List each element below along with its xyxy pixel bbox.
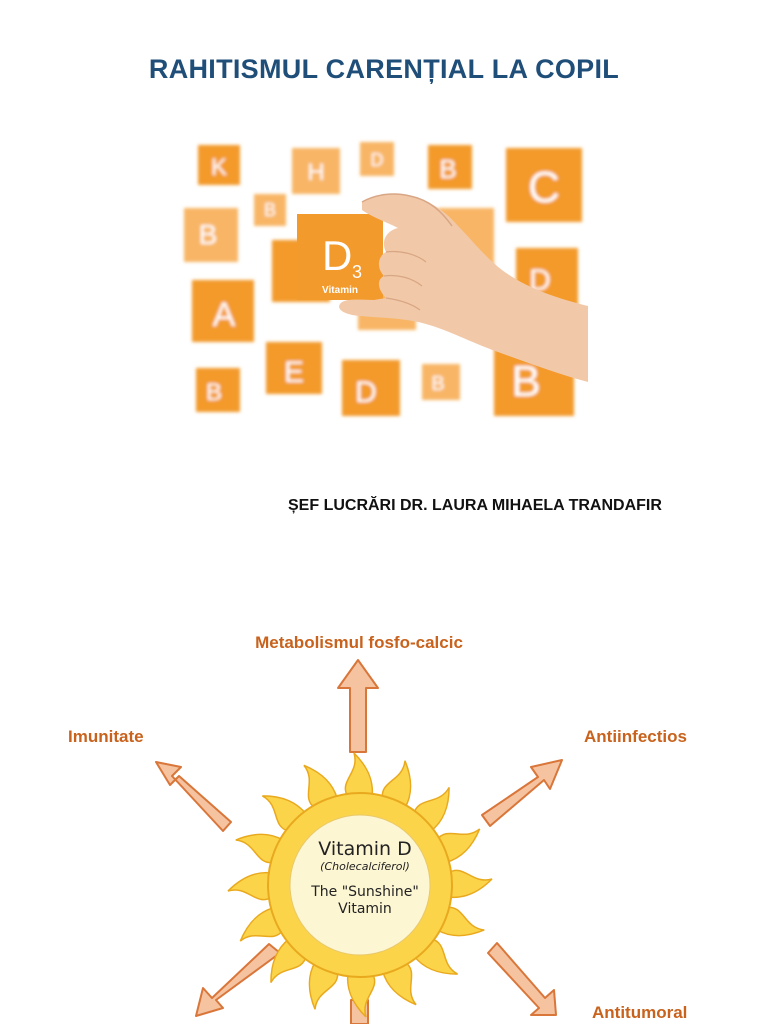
tile-k bbox=[198, 145, 240, 185]
held-d3-tile: D 3 Vitamin bbox=[297, 214, 383, 300]
slide-vitamin-d-roles: Metabolismul fosfo-calcic Imunitate Anti… bbox=[0, 560, 768, 1024]
sun-ray bbox=[227, 871, 273, 901]
vitamin-d-illustration: K H D B C B B D A E B D bbox=[184, 142, 588, 416]
tile-e bbox=[266, 342, 322, 394]
sun-caption: Vitamin D (Cholecalciferol) The "Sunshin… bbox=[290, 838, 440, 918]
sun-ray bbox=[344, 752, 374, 798]
label-metabolism: Metabolismul fosfo-calcic bbox=[255, 633, 463, 652]
tile-k-label: K bbox=[211, 154, 227, 181]
sun-subtitle: (Cholecalciferol) bbox=[320, 860, 410, 873]
tile-b12 bbox=[184, 208, 238, 262]
tile-d4-label: D bbox=[355, 376, 377, 409]
sun-tagline-1: The "Sunshine" bbox=[311, 884, 419, 900]
sun-ray bbox=[381, 760, 412, 810]
tile-b6-label: B bbox=[439, 154, 456, 184]
d3-caption: Vitamin bbox=[322, 285, 358, 296]
tile-b2 bbox=[254, 194, 286, 226]
tile-b1 bbox=[196, 368, 240, 412]
author-name: ȘEF LUCRĂRI DR. LAURA MIHAELA TRANDAFIR bbox=[288, 497, 662, 514]
sun-ray bbox=[308, 960, 339, 1010]
slide-title: RAHITISMUL CARENȚIAL LA COPIL K H D B C … bbox=[148, 54, 662, 514]
vitamin-d-diagram bbox=[155, 659, 563, 1024]
tile-c bbox=[506, 148, 582, 222]
tile-d2-label: D bbox=[371, 150, 384, 170]
tile-a bbox=[192, 280, 254, 342]
sun-ray bbox=[435, 906, 485, 937]
tile-h-label: H bbox=[307, 159, 324, 186]
d3-subscript: 3 bbox=[352, 262, 362, 282]
sun-tagline-2: Vitamin bbox=[338, 901, 392, 917]
arrow-down-left bbox=[195, 943, 281, 1017]
tile-d4 bbox=[342, 360, 400, 416]
sun-ray bbox=[346, 972, 376, 1018]
sun-ray bbox=[447, 869, 493, 899]
label-antitumoral: Antitumoral bbox=[592, 1003, 688, 1022]
arrow-up-left bbox=[155, 761, 232, 832]
tile-b6 bbox=[428, 145, 472, 189]
tile-b1-label: B bbox=[206, 379, 222, 406]
hand-icon bbox=[339, 193, 588, 382]
d3-letter: D bbox=[322, 232, 352, 279]
sun-icon bbox=[227, 752, 493, 1018]
label-antiinfective: Antiinfectios bbox=[584, 727, 687, 746]
tile-b12-label: B bbox=[199, 219, 218, 250]
sun-title: Vitamin D bbox=[318, 838, 412, 860]
arrow-down-right bbox=[487, 942, 557, 1016]
arrow-up-right bbox=[481, 759, 563, 827]
page-title: RAHITISMUL CARENȚIAL LA COPIL bbox=[148, 54, 620, 84]
tile-a-label: A bbox=[213, 296, 236, 334]
tile-b5-label: B bbox=[431, 373, 444, 395]
arrow-up bbox=[337, 659, 379, 753]
tile-e-label: E bbox=[284, 356, 304, 389]
tile-d2 bbox=[360, 142, 394, 176]
label-immunity: Imunitate bbox=[68, 727, 144, 746]
sun-ray bbox=[235, 833, 285, 864]
tile-c-label: C bbox=[528, 163, 560, 212]
tile-b5 bbox=[422, 364, 460, 400]
tile-h bbox=[292, 148, 340, 194]
tile-b2-label: B bbox=[264, 200, 276, 220]
